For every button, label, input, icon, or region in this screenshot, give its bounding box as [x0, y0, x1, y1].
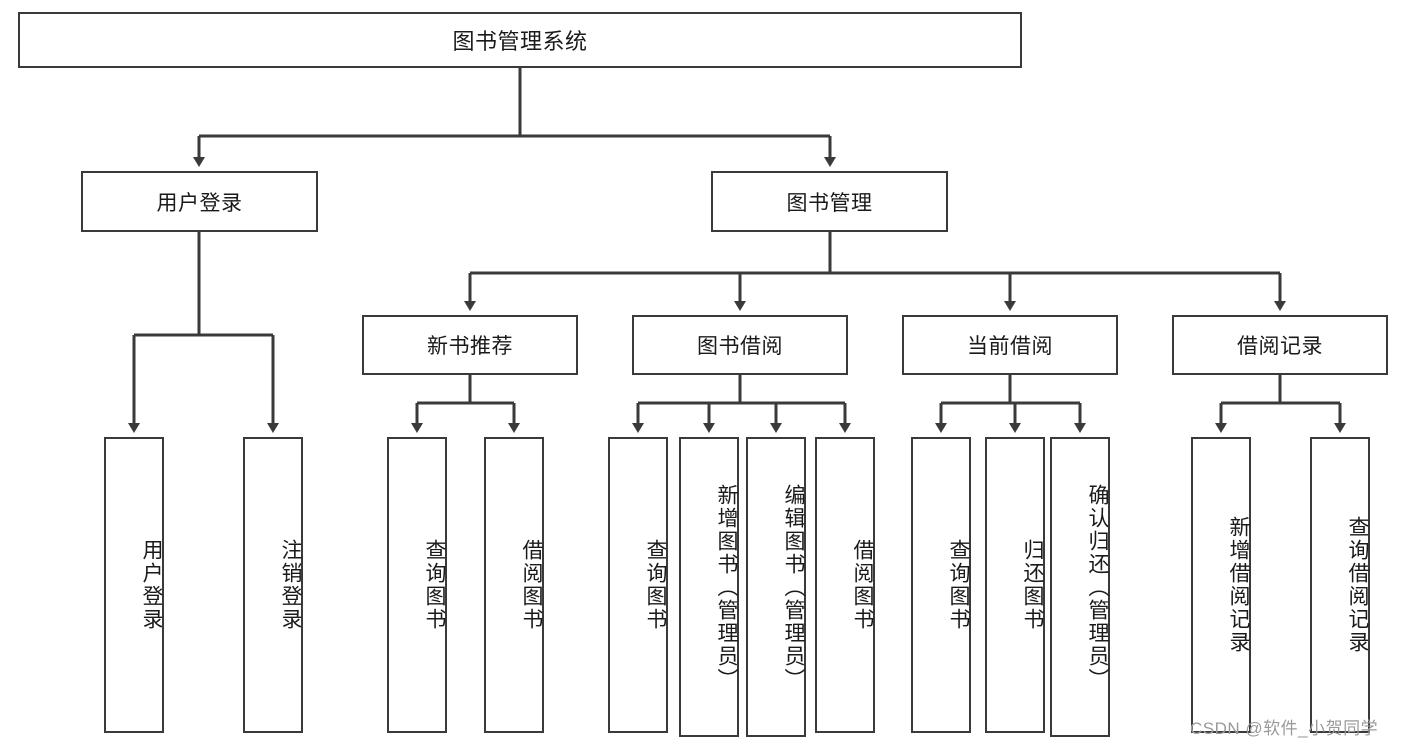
node-root[interactable]: 图书管理系统 — [18, 12, 1022, 68]
node-user-login-label: 用户登录 — [156, 191, 243, 215]
edge-group-book-borrow — [632, 375, 851, 433]
node-borrow-record-label: 借阅记录 — [1237, 335, 1323, 358]
node-leaf-query-book-3-label: 查询图书 — [947, 539, 970, 631]
node-leaf-user-logout[interactable]: 注销登录 — [243, 437, 303, 733]
csdn-watermark: CSDN @软件_小贺同学 — [1190, 719, 1379, 738]
edge-group-book-manage — [464, 232, 1286, 311]
node-leaf-borrow-book-1-label: 借阅图书 — [520, 539, 543, 631]
node-user-login[interactable]: 用户登录 — [81, 171, 318, 232]
node-leaf-user-login[interactable]: 用户登录 — [104, 437, 164, 733]
node-leaf-add-record[interactable]: 新增借阅记录 — [1191, 437, 1251, 733]
node-leaf-add-book-label: 新增图书（管理员） — [715, 483, 738, 691]
node-book-borrow-label: 图书借阅 — [697, 335, 783, 358]
node-borrow-record[interactable]: 借阅记录 — [1172, 315, 1388, 375]
node-leaf-return-book[interactable]: 归还图书 — [985, 437, 1045, 733]
node-leaf-return-book-label: 归还图书 — [1021, 539, 1044, 631]
node-leaf-borrow-book-1[interactable]: 借阅图书 — [484, 437, 544, 733]
node-leaf-query-book-1-label: 查询图书 — [423, 539, 446, 631]
node-leaf-confirm-return-label: 确认归还（管理员） — [1086, 483, 1109, 691]
edge-group-current-borrow — [935, 375, 1086, 433]
node-leaf-user-logout-label: 注销登录 — [279, 539, 302, 631]
node-root-label: 图书管理系统 — [452, 29, 588, 54]
node-book-borrow[interactable]: 图书借阅 — [632, 315, 848, 375]
node-leaf-edit-book[interactable]: 编辑图书（管理员） — [746, 437, 806, 737]
node-current-borrow[interactable]: 当前借阅 — [902, 315, 1118, 375]
node-leaf-user-login-label: 用户登录 — [140, 539, 163, 631]
node-new-book-rec-label: 新书推荐 — [427, 335, 513, 358]
node-leaf-query-book-3[interactable]: 查询图书 — [911, 437, 971, 733]
node-leaf-borrow-book-2[interactable]: 借阅图书 — [815, 437, 875, 733]
node-new-book-rec[interactable]: 新书推荐 — [362, 315, 578, 375]
edge-group-user-login — [128, 232, 279, 433]
node-leaf-edit-book-label: 编辑图书（管理员） — [782, 483, 805, 691]
edge-group-root — [193, 68, 836, 167]
node-leaf-query-book-2-label: 查询图书 — [644, 539, 667, 631]
edge-group-borrow-record — [1215, 375, 1346, 433]
node-current-borrow-label: 当前借阅 — [967, 335, 1053, 358]
node-leaf-add-record-label: 新增借阅记录 — [1227, 516, 1250, 654]
node-book-manage[interactable]: 图书管理 — [711, 171, 948, 232]
node-leaf-confirm-return[interactable]: 确认归还（管理员） — [1050, 437, 1110, 737]
node-leaf-borrow-book-2-label: 借阅图书 — [851, 539, 874, 631]
node-leaf-query-record[interactable]: 查询借阅记录 — [1310, 437, 1370, 733]
node-book-manage-label: 图书管理 — [786, 191, 873, 215]
node-leaf-add-book[interactable]: 新增图书（管理员） — [679, 437, 739, 737]
node-leaf-query-book-2[interactable]: 查询图书 — [608, 437, 668, 733]
node-leaf-query-book-1[interactable]: 查询图书 — [387, 437, 447, 733]
node-leaf-query-record-label: 查询借阅记录 — [1346, 516, 1369, 654]
edge-group-new-book-rec — [411, 375, 520, 433]
